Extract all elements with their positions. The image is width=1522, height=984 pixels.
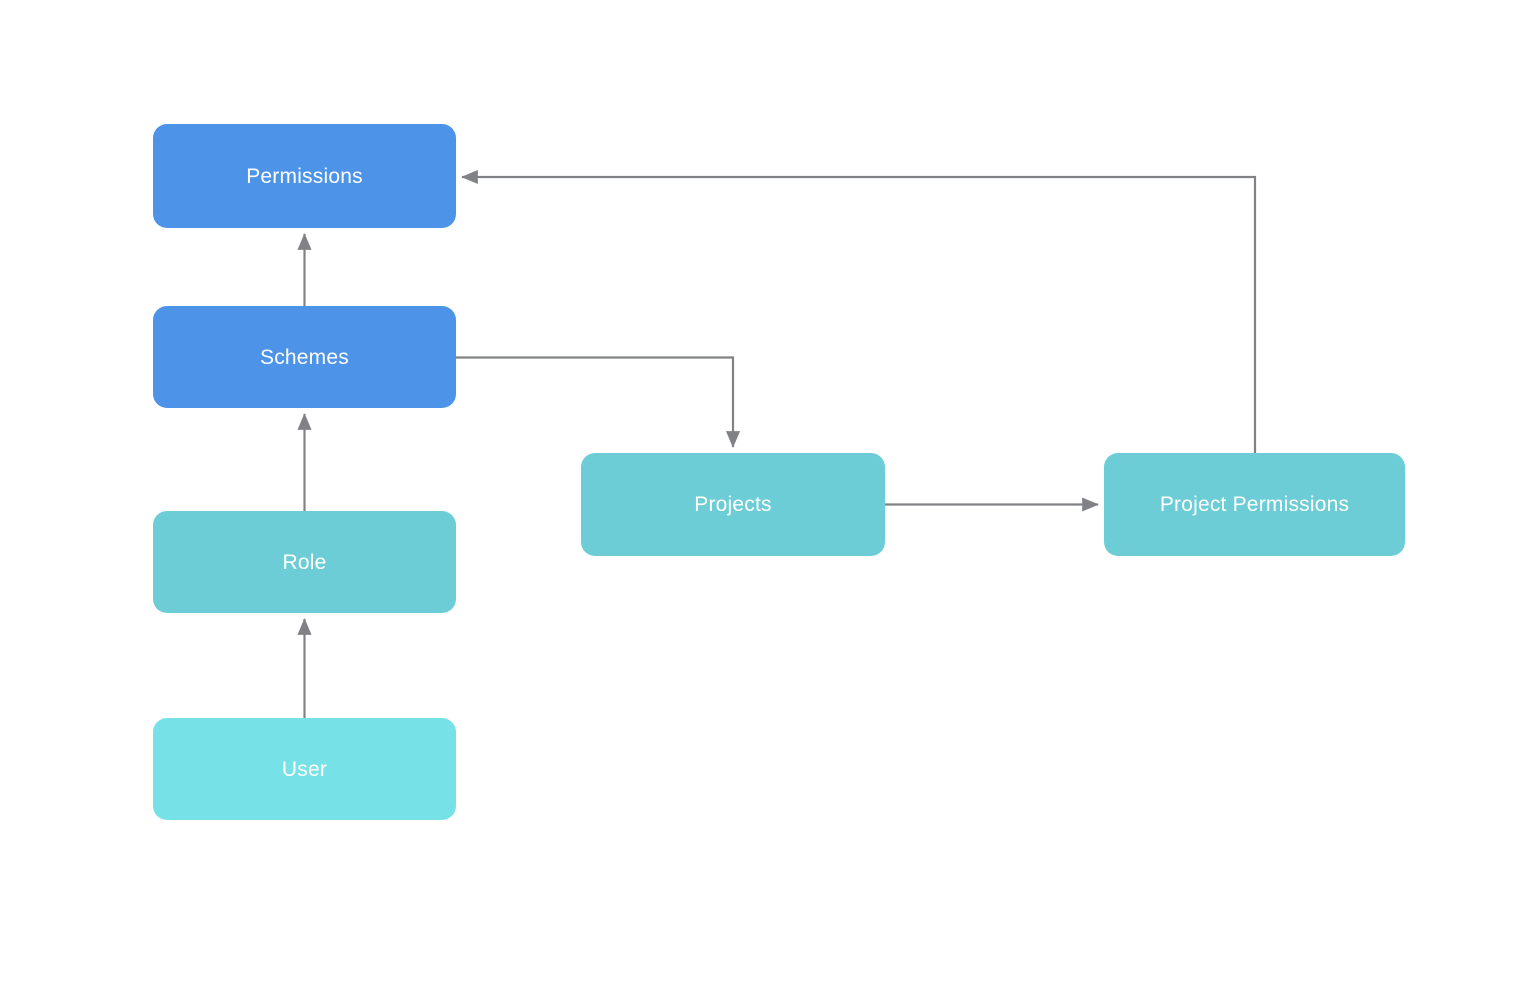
node-role[interactable]: Role bbox=[153, 511, 456, 613]
node-schemes[interactable]: Schemes bbox=[153, 306, 456, 408]
node-user[interactable]: User bbox=[153, 718, 456, 820]
node-project-permissions[interactable]: Project Permissions bbox=[1104, 453, 1405, 556]
node-label-user: User bbox=[281, 757, 328, 781]
node-permissions[interactable]: Permissions bbox=[153, 124, 456, 228]
node-label-permissions: Permissions bbox=[246, 164, 363, 188]
node-label-role: Role bbox=[282, 550, 327, 574]
node-label-schemes: Schemes bbox=[260, 345, 349, 369]
node-label-projects: Projects bbox=[694, 493, 772, 516]
node-label-project-permissions: Project Permissions bbox=[1159, 493, 1350, 516]
node-projects[interactable]: Projects bbox=[581, 453, 885, 556]
edge-project-permissions-to-permissions bbox=[461, 169, 1257, 453]
edge-schemes-to-projects bbox=[456, 356, 741, 448]
